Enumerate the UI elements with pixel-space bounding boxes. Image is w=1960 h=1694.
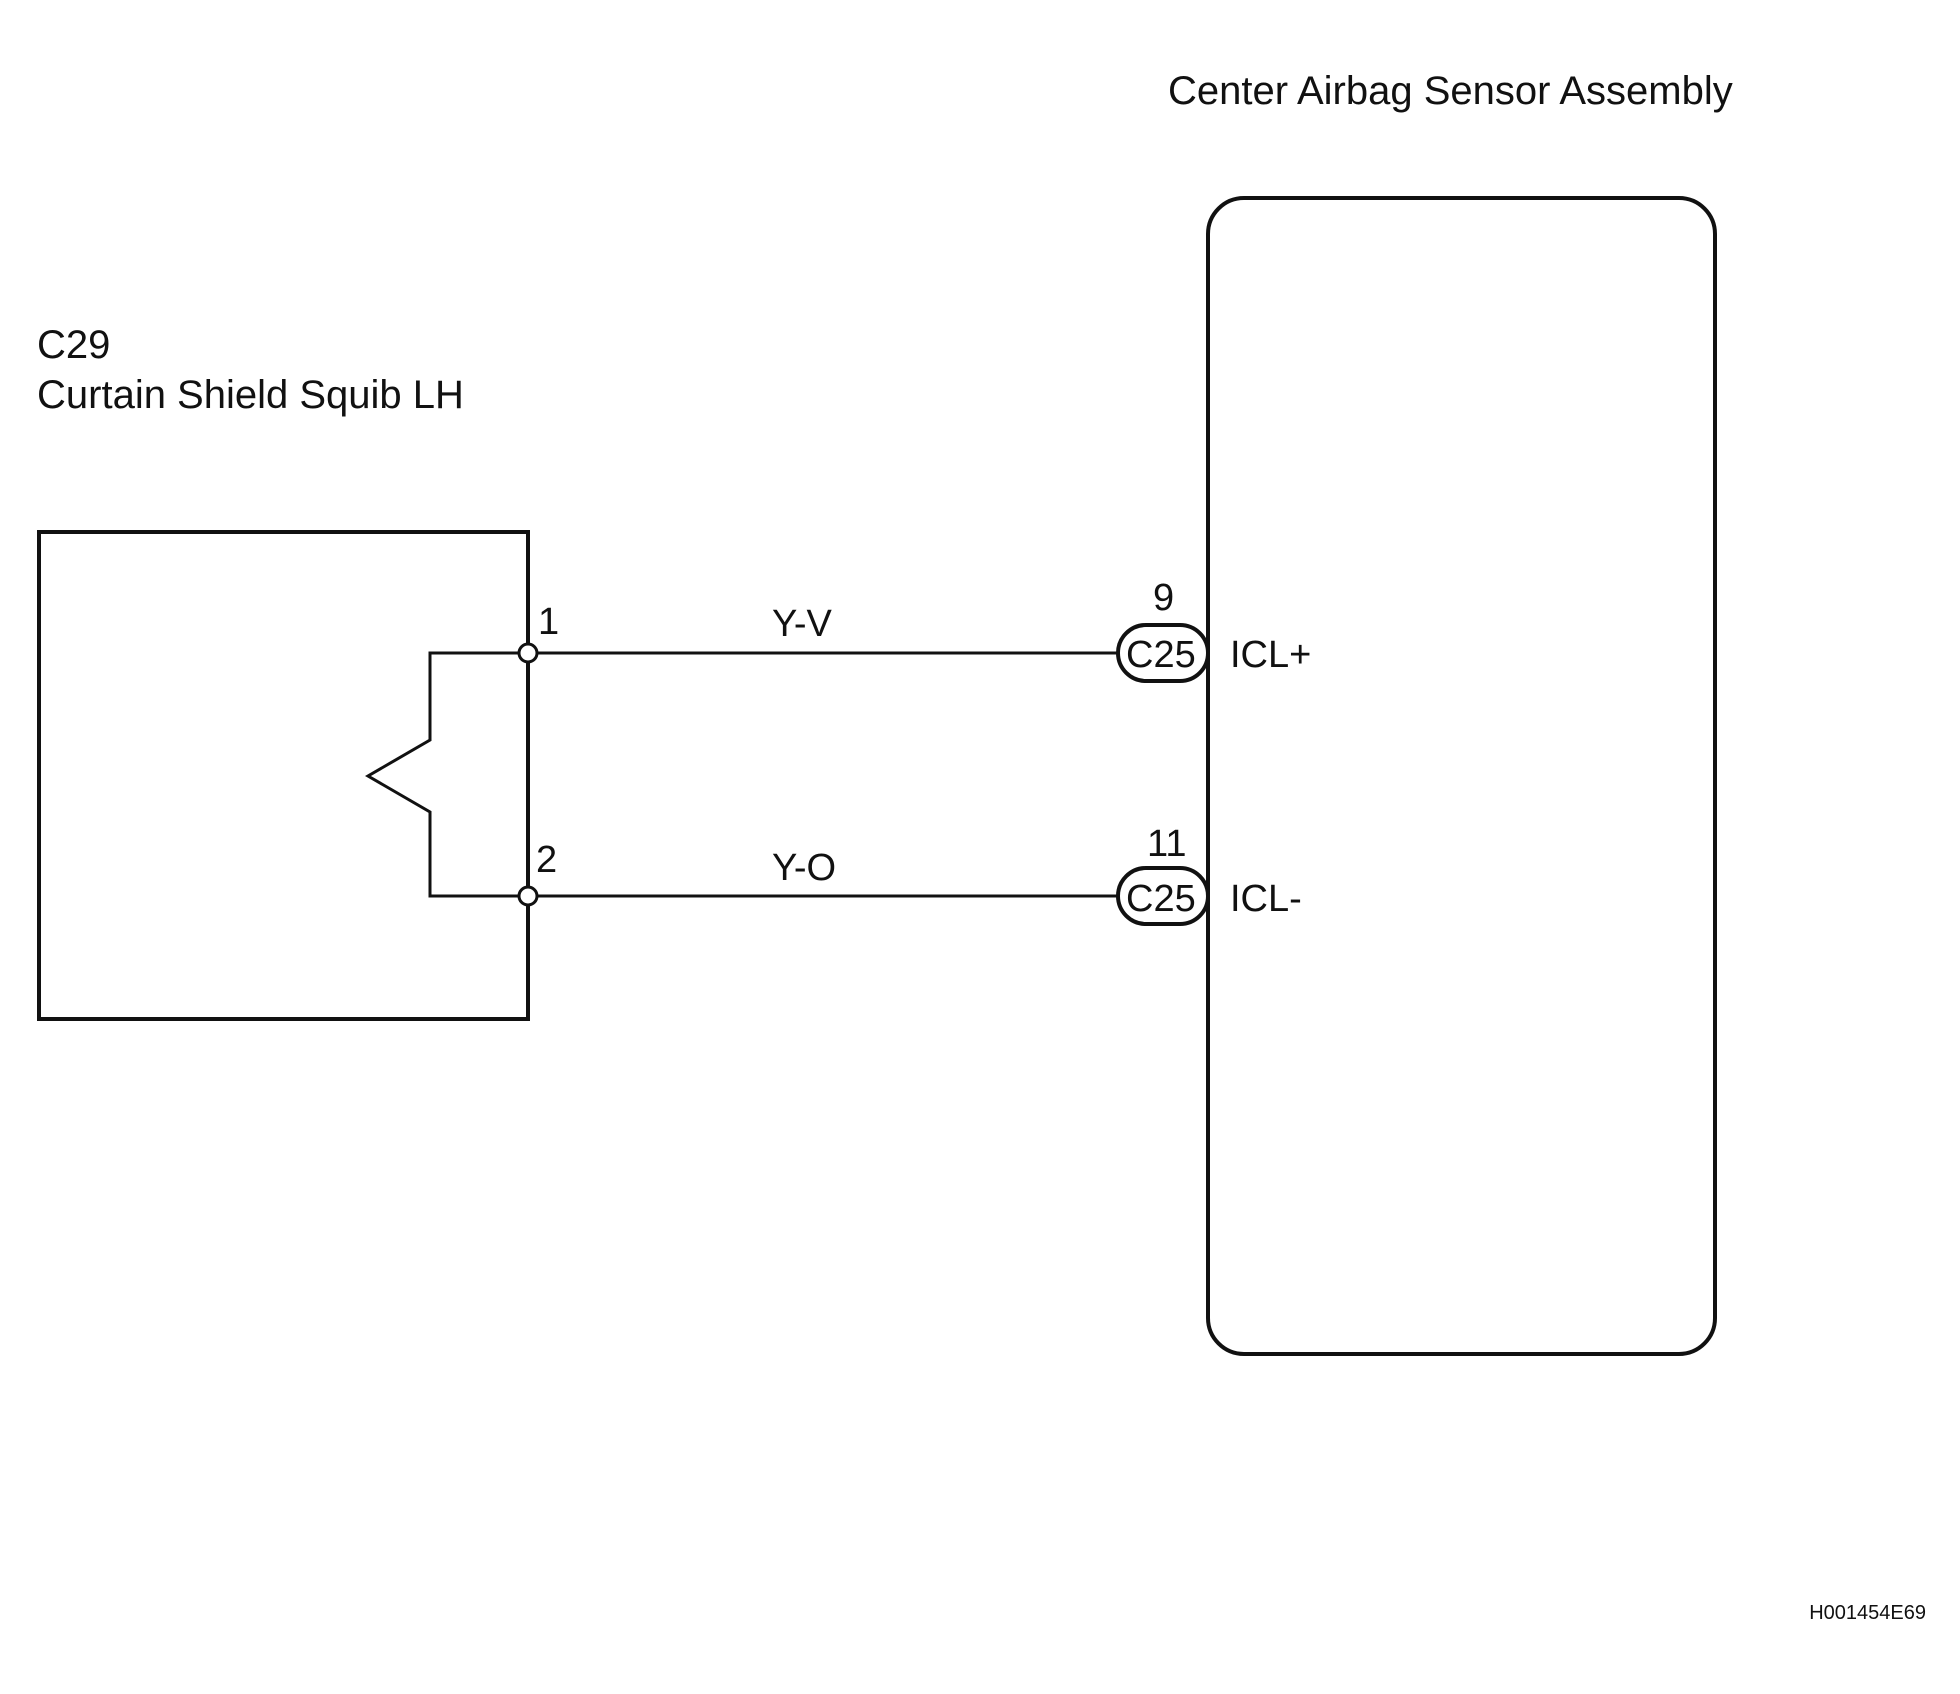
squib-pin-2-label: 2 [536,839,557,881]
squib-body [37,530,530,1021]
squib-title: Curtain Shield Squib LH [37,373,464,417]
circuit-2: 2 Y-O 11 C25 ICL- [517,823,1302,926]
squib-terminal-2 [517,885,539,907]
ecu-connector-2 [1116,866,1210,926]
ecu-pin-2-label: 11 [1147,823,1186,865]
squib-pin-1-label: 1 [538,601,559,643]
ecu-connector-1-label: C25 [1126,634,1196,676]
ecu-title: Center Airbag Sensor Assembly [1168,69,1733,113]
wire-color-2-label: Y-O [772,847,836,889]
wire-color-1-label: Y-V [772,603,833,645]
figure-id: H001454E69 [1809,1602,1926,1624]
ecu-signal-2-label: ICL- [1230,878,1302,920]
circuit-1: 1 Y-V 9 C25 ICL+ [517,577,1311,683]
ecu-pin-1-label: 9 [1153,577,1174,619]
squib-element [365,651,528,898]
squib-connector-label: C29 [37,323,110,367]
ecu-connector-1 [1116,623,1210,683]
ecu-body [1206,196,1717,1356]
ecu-connector-2-label: C25 [1126,878,1196,920]
squib-terminal-1 [517,642,539,664]
ecu-signal-1-label: ICL+ [1230,634,1311,676]
